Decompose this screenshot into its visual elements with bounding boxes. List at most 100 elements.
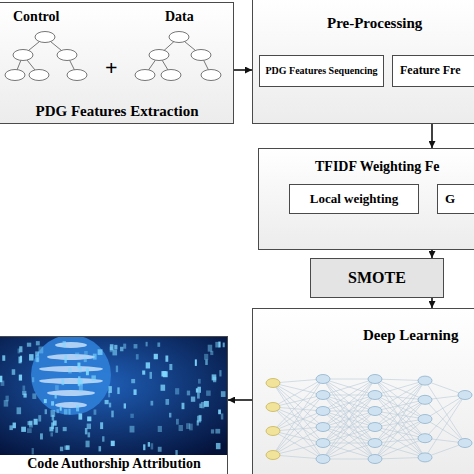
digit-glyph [35,351,39,356]
digit-glyph [221,391,226,397]
tree-node [191,50,211,61]
digit-glyph [85,428,88,434]
digit-glyph [169,413,171,418]
network-neuron [316,439,330,448]
digit-glyph [64,446,68,450]
digit-glyph [149,372,152,379]
tree-node [5,70,25,81]
digit-glyph [51,410,56,417]
network-link [323,411,375,459]
digit-glyph [22,386,25,391]
network-neuron [368,375,382,384]
network-link [323,443,375,459]
network-link [323,379,375,459]
network-neuron [266,403,280,412]
digit-glyph [143,444,145,450]
network-link [273,383,323,443]
digit-glyph [211,429,214,433]
network-neuron [418,415,432,424]
digit-glyph [218,409,221,414]
process-box: SMOTE [310,258,444,298]
tree-node [35,32,55,43]
digit-glyph [45,409,47,414]
process-box: Local weighting [289,184,419,214]
network-neuron [368,439,382,448]
digit-glyph [51,401,54,405]
digit-glyph [50,432,53,436]
digit-glyph [165,356,168,362]
digit-glyph [179,425,183,431]
digit-glyph [44,399,47,403]
digit-glyph [201,402,205,408]
digit-glyph [17,407,22,414]
digit-glyph [175,450,177,455]
digit-glyph [133,389,136,395]
process-panel: PDG Features SequencingFeature FrePre-Pr… [252,0,474,124]
flow-arrow [431,250,433,258]
network-neuron [316,375,330,384]
digit-glyph [204,354,208,360]
flow-arrow [228,399,252,401]
network-link [323,379,375,395]
digit-glyph [29,354,34,360]
box-label: PDG Features Sequencing [265,65,377,77]
network-link [375,379,425,457]
digit-glyph [169,364,172,370]
digit-glyph [186,423,190,429]
digit-glyph [130,414,133,418]
digit-glyph [208,345,212,352]
digit-glyph [78,413,82,419]
digit-glyph [13,423,16,429]
digit-glyph [175,388,179,394]
digit-glyph [79,385,83,392]
digit-glyph [0,376,2,382]
digit-glyph [56,409,58,413]
digit-glyph [40,433,43,439]
digit-glyph [2,355,5,361]
digit-glyph [84,357,87,362]
digit-glyph [64,358,66,363]
panel-title: Control [13,9,59,25]
network-link [323,379,375,459]
network-link [323,379,375,427]
network-neuron [266,379,280,388]
box-label: Feature Fre [400,64,461,78]
digit-glyph [204,401,209,407]
network-link [273,411,323,431]
digit-glyph [146,362,150,368]
network-link [375,438,425,459]
digit-glyph [206,390,211,395]
digit-glyph [117,387,119,394]
digit-glyph [158,426,162,432]
digit-glyph [108,386,111,393]
digit-glyph [198,379,201,384]
digit-glyph [216,443,221,449]
globe-stripe [55,342,87,348]
network-link [323,379,375,411]
network-link [323,459,375,460]
panel-caption: Code Authorship Attribution [0,456,229,472]
digit-glyph [196,388,198,392]
network-link [273,427,323,431]
network-link [273,407,323,459]
globe [31,337,111,415]
network-link [425,395,465,457]
network-link [323,379,375,443]
digit-glyph [98,349,103,355]
panel-caption: PDG Features Extraction [0,103,235,120]
digit-glyph [134,344,138,348]
network-neuron [368,391,382,400]
tree-node [161,70,181,81]
digit-glyph [124,403,126,408]
panel-title: TFIDF Weighting Fe [315,159,439,175]
network-link [375,400,425,443]
digit-glyph [197,416,201,423]
digit-glyph [68,368,72,374]
network-neuron [368,455,382,464]
digit-glyph [68,409,70,415]
digit-glyph [29,421,33,428]
network-neuron [368,423,382,432]
network-link [273,379,323,407]
network-neuron [316,391,330,400]
